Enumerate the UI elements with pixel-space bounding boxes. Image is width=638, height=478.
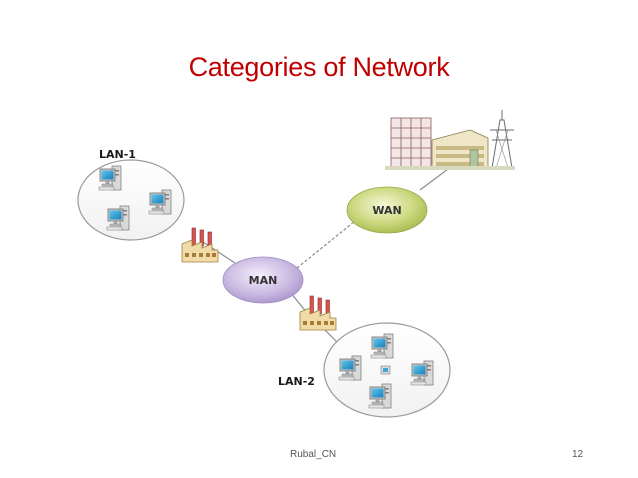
lan2-label: LAN-2 (278, 375, 315, 388)
wan-label: WAN (372, 204, 401, 217)
link-man-wan (296, 216, 361, 269)
lan2-group: LAN-2 (278, 322, 451, 418)
wan-node: WAN (346, 186, 428, 234)
wan-bubble (346, 186, 428, 234)
man-node: MAN (222, 256, 304, 304)
factory-icon (181, 227, 219, 263)
factory-icon (299, 295, 337, 331)
lan1-group: LAN-1 (77, 148, 185, 241)
footer-author: Rubal_CN (290, 449, 337, 460)
power-tower-icon (490, 110, 514, 169)
page-number: 12 (572, 449, 584, 460)
man-bubble (222, 256, 304, 304)
network-hub-icon (380, 365, 391, 375)
man-label: MAN (249, 274, 278, 287)
ground-strip (385, 166, 515, 170)
lan1-label: LAN-1 (99, 148, 136, 161)
slide-title: Categories of Network (188, 52, 450, 82)
office-buildings-icon (390, 117, 489, 169)
